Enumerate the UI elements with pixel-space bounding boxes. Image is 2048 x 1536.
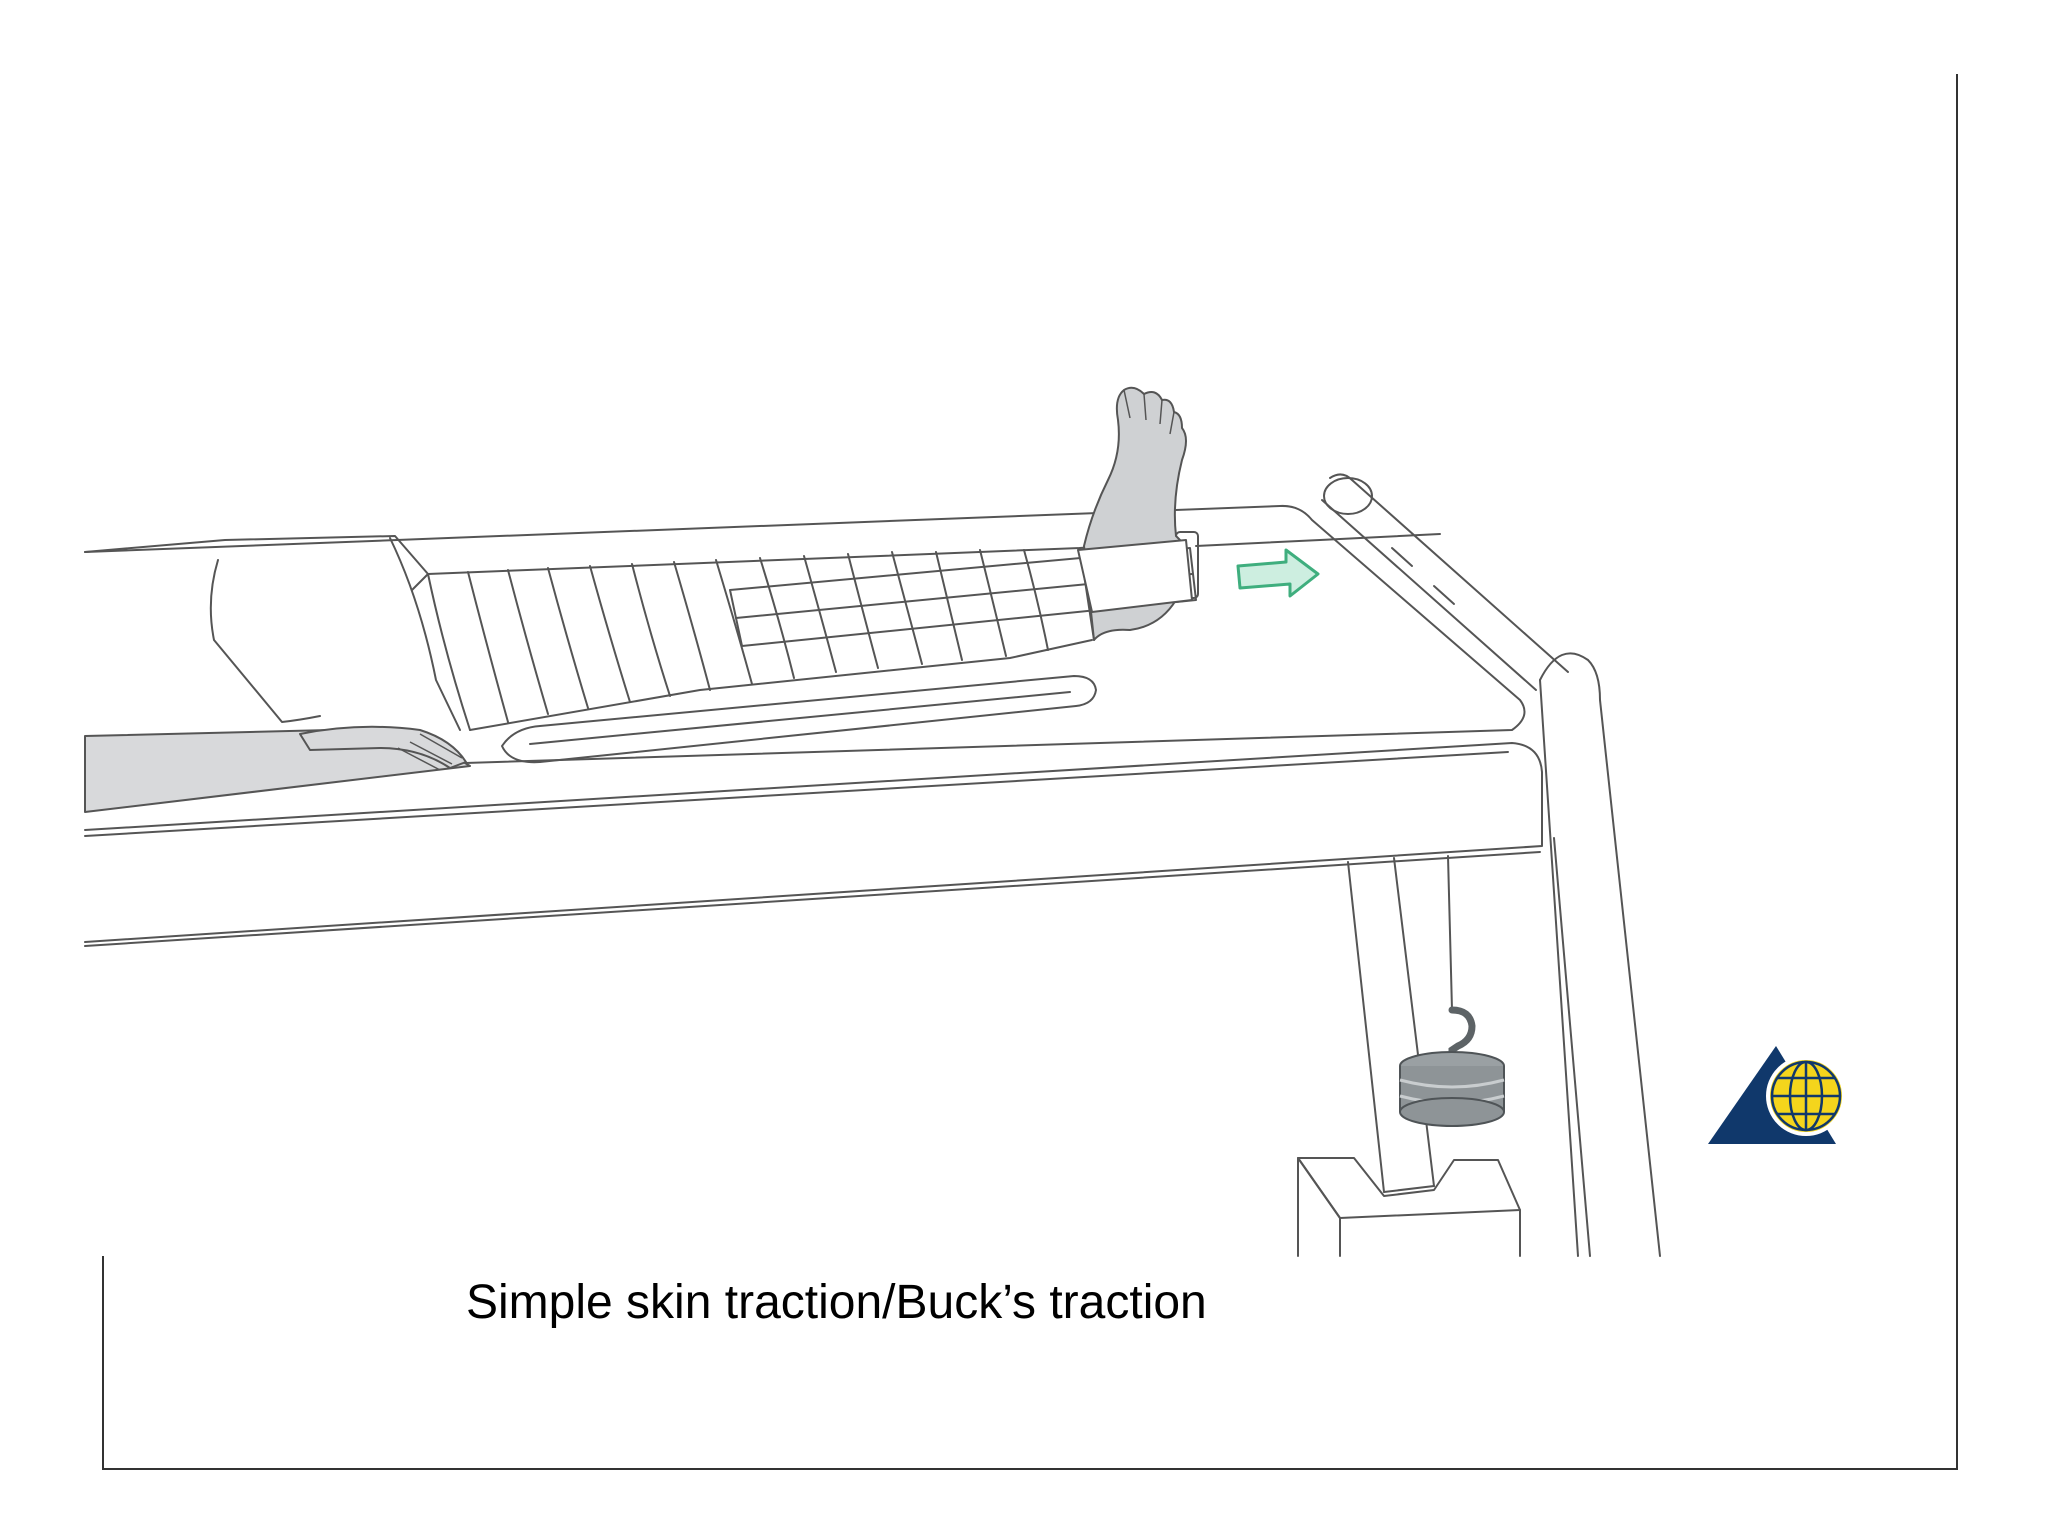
floor-block-front	[1339, 1209, 1521, 1257]
bed-mattress-front-edge	[84, 742, 1543, 943]
traction-cord-vertical	[1447, 855, 1453, 1011]
bed-mattress-top	[84, 504, 1526, 776]
arrow-right-icon	[1236, 548, 1320, 598]
bed-end-post	[1539, 652, 1661, 1257]
bed-front-leg-bottom	[1383, 1185, 1435, 1193]
floor-block-left	[1297, 1157, 1341, 1257]
traction-cord-horizontal	[1195, 533, 1441, 547]
frame-right-border	[1956, 74, 1958, 1470]
traction-strap-side	[729, 547, 1197, 647]
bed-frame-bottom	[84, 851, 1541, 947]
bandage-thigh-start	[427, 573, 471, 731]
roller-slot-1	[1391, 547, 1413, 567]
bed-front-leg-left	[1347, 861, 1385, 1193]
heel-pad-inner	[529, 691, 1071, 745]
patient-fingers	[397, 733, 463, 771]
roller-end-cap	[1323, 477, 1373, 515]
traction-weight	[1399, 1006, 1505, 1127]
patient-gown-upper	[84, 535, 429, 591]
bandage-top-edge	[427, 539, 1179, 575]
patient-gown-fold	[209, 559, 321, 723]
heel-pad	[501, 675, 1097, 764]
roller-bar-lower	[1321, 499, 1537, 691]
figure-caption: Simple skin traction/Buck’s traction	[466, 1276, 1207, 1329]
bandage-foot-band	[1077, 539, 1193, 613]
bed-mattress-front-inner	[84, 751, 1509, 837]
frame-left-border	[102, 1256, 104, 1470]
bed-end-post-inner	[1553, 837, 1591, 1257]
triangle-globe-logo-icon	[1708, 1046, 1846, 1144]
frame-bottom-border	[102, 1468, 1958, 1470]
roller-bar	[1329, 473, 1569, 673]
bandage-wraps	[467, 549, 1049, 723]
bed-end-post-inner-left	[1539, 679, 1579, 1257]
weight-hook	[1448, 1006, 1476, 1068]
patient-toes	[1123, 389, 1175, 435]
floor-block-top	[1297, 1157, 1521, 1219]
bed-front-leg-right	[1393, 857, 1435, 1187]
bandage-bottom-edge	[469, 639, 1093, 731]
patient-gown-fold-2	[389, 537, 461, 731]
roller-slot-2	[1433, 585, 1455, 605]
